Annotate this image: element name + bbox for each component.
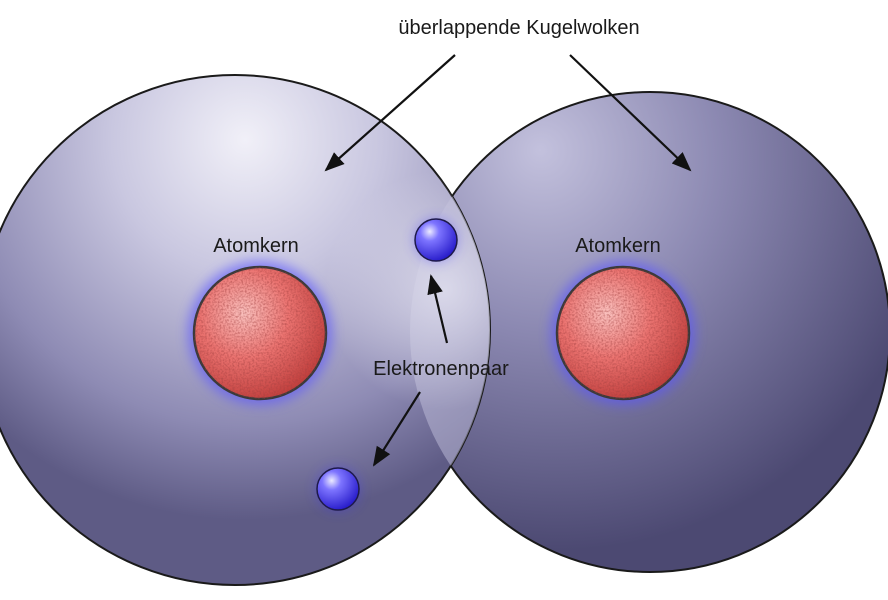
nucleus-right — [551, 261, 695, 405]
electron-bottom — [316, 467, 360, 511]
electron-pair-label: Elektronenpaar — [373, 358, 509, 380]
overlapping-clouds-label: überlappende Kugelwolken — [398, 17, 639, 39]
arrow-to-left-cloud — [324, 54, 456, 172]
nucleus-right-label: Atomkern — [575, 235, 661, 257]
annotation-arrows — [324, 54, 692, 467]
arrow-to-electron-top — [427, 274, 449, 344]
arrow-to-electron-bottom — [372, 391, 421, 467]
arrow-to-right-cloud — [569, 54, 692, 172]
nucleus-left — [188, 261, 332, 405]
nucleus-left-label: Atomkern — [213, 235, 299, 257]
electron-top — [414, 218, 458, 262]
electron-clouds — [0, 74, 888, 586]
cloud-overlap-region — [325, 92, 490, 572]
